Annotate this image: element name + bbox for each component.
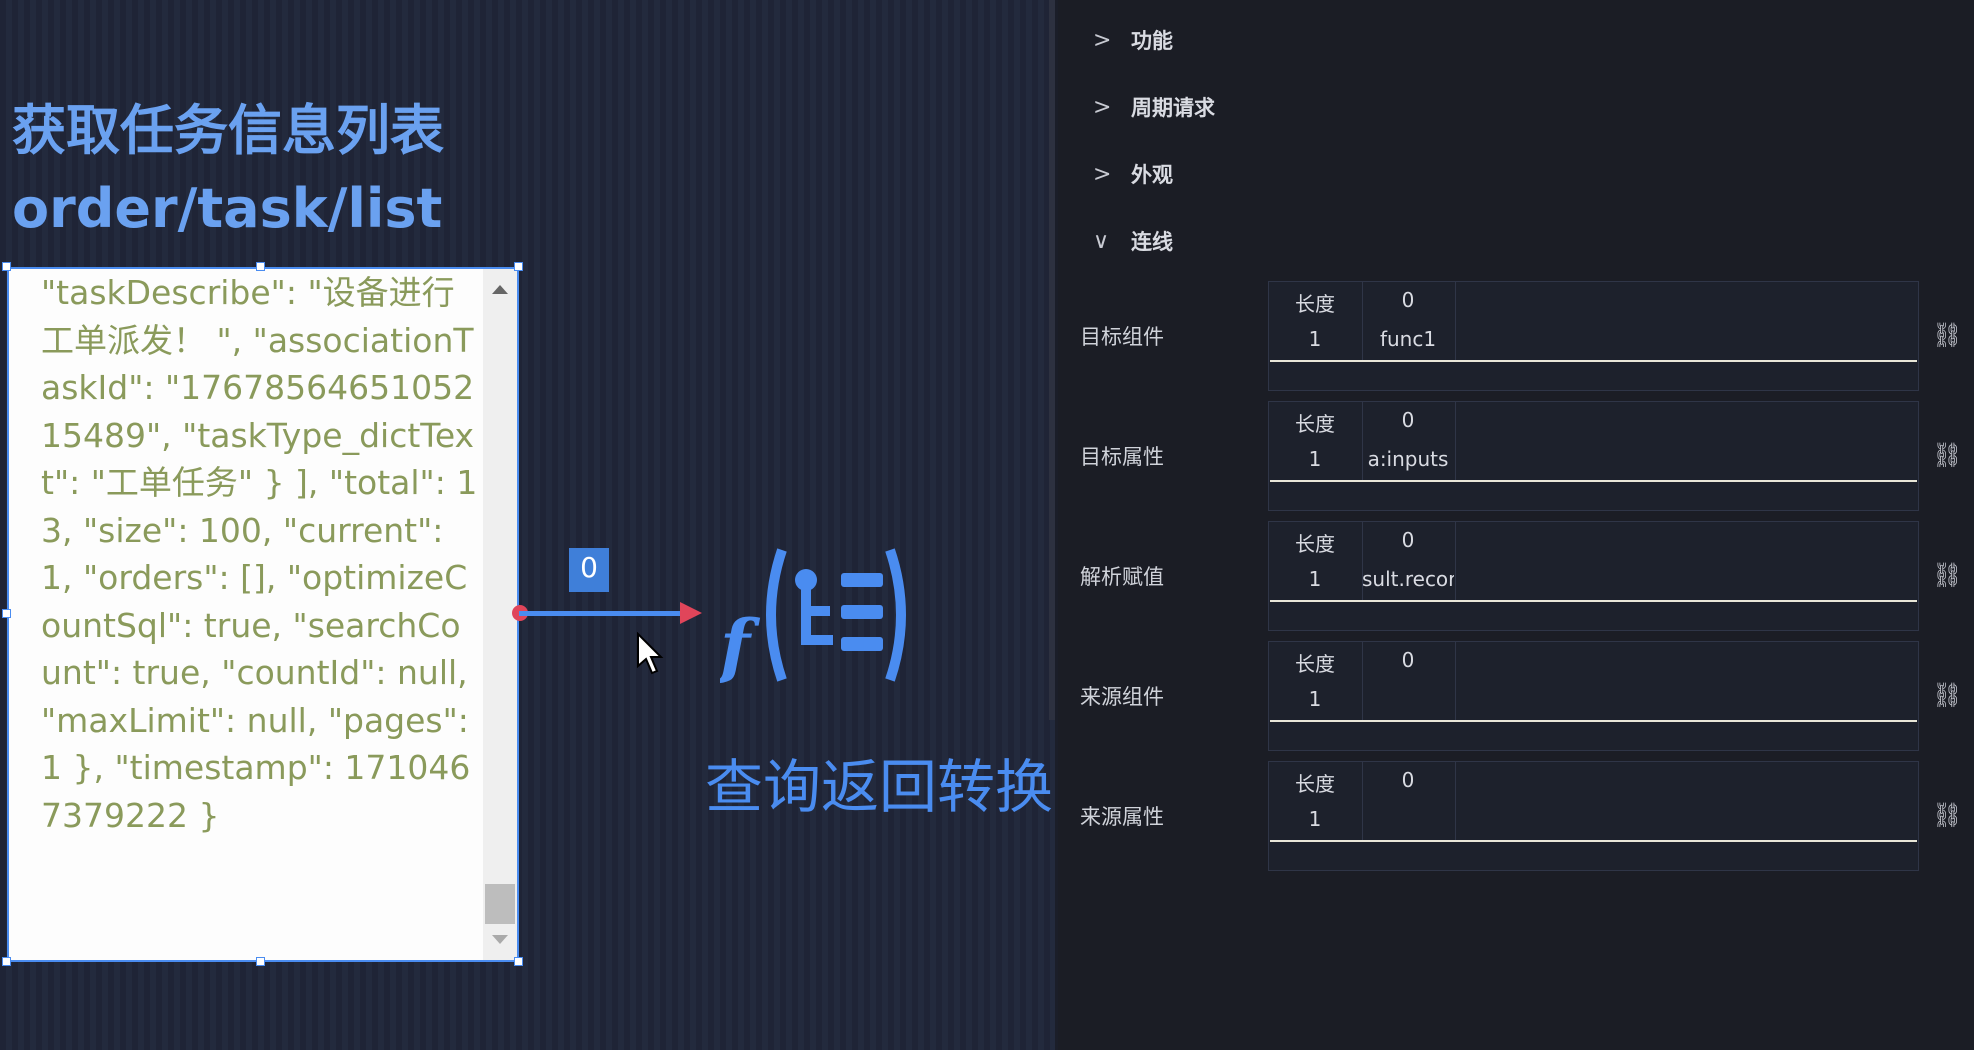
array-editor[interactable]: 长度 0 1 xyxy=(1268,761,1919,871)
row-source-component: 来源组件 长度 0 1 ⛓ xyxy=(1058,641,1974,753)
value-cell[interactable]: sult.recor xyxy=(1362,567,1454,591)
resize-handle[interactable] xyxy=(2,609,11,618)
column-divider xyxy=(1455,522,1456,601)
column-divider xyxy=(1455,282,1456,361)
input-underline xyxy=(1270,480,1917,482)
input-underline xyxy=(1270,840,1917,842)
scroll-thumb[interactable] xyxy=(485,884,515,924)
input-underline xyxy=(1270,360,1917,362)
link-icon[interactable]: ⛓ xyxy=(1932,441,1963,469)
length-header: 长度 xyxy=(1295,292,1335,316)
array-editor[interactable]: 长度 0 1 func1 xyxy=(1268,281,1919,391)
index-header: 0 xyxy=(1401,768,1415,792)
link-icon[interactable]: ⛓ xyxy=(1932,681,1963,709)
svg-text:f: f xyxy=(720,604,761,685)
resize-handle[interactable] xyxy=(256,262,265,271)
resize-handle[interactable] xyxy=(256,957,265,966)
chevron-right-icon: > xyxy=(1093,161,1112,187)
scrollbar[interactable] xyxy=(483,269,517,960)
column-divider xyxy=(1362,642,1363,721)
resize-handle[interactable] xyxy=(514,262,523,271)
section-label: 周期请求 xyxy=(1131,96,1215,120)
link-icon[interactable]: ⛓ xyxy=(1932,321,1963,349)
row-label: 来源属性 xyxy=(1080,805,1164,829)
length-value: 1 xyxy=(1308,327,1322,351)
design-canvas[interactable]: 获取任务信息列表 order/task/list "taskDescribe":… xyxy=(0,0,1055,1050)
connector-arrow-icon xyxy=(680,602,702,624)
column-divider xyxy=(1455,402,1456,481)
index-header: 0 xyxy=(1401,528,1415,552)
array-editor[interactable]: 长度 0 1 xyxy=(1268,641,1919,751)
resize-handle[interactable] xyxy=(2,957,11,966)
resize-handle[interactable] xyxy=(514,957,523,966)
link-icon[interactable]: ⛓ xyxy=(1932,561,1963,589)
section-function[interactable]: > 功能 xyxy=(1093,20,1173,60)
mouse-cursor-icon xyxy=(637,632,664,675)
input-underline xyxy=(1270,600,1917,602)
row-parse-assign: 解析赋值 长度 0 1 sult.recor ⛓ xyxy=(1058,521,1974,633)
title-line-1: 获取任务信息列表 xyxy=(12,99,444,162)
length-header: 长度 xyxy=(1295,772,1335,796)
function-node-label[interactable]: 查询返回转换 xyxy=(705,753,1054,821)
connector-line[interactable] xyxy=(519,611,695,616)
input-underline xyxy=(1270,720,1917,722)
index-header: 0 xyxy=(1401,648,1415,672)
array-editor[interactable]: 长度 0 1 sult.recor xyxy=(1268,521,1919,631)
link-icon[interactable]: ⛓ xyxy=(1932,801,1963,829)
row-label: 解析赋值 xyxy=(1080,565,1164,589)
index-header: 0 xyxy=(1401,408,1415,432)
section-label: 连线 xyxy=(1131,230,1173,254)
response-textbox[interactable]: "taskDescribe": "设备进行工单派发！ ", "associati… xyxy=(7,267,519,962)
chevron-right-icon: > xyxy=(1093,94,1112,120)
column-divider xyxy=(1362,402,1363,481)
properties-panel: >功能 >周期请求 >外观 ∨连线 目标组件 长度 0 1 func1 ⛓目标属… xyxy=(1058,0,1974,1050)
column-divider xyxy=(1362,282,1363,361)
scroll-up-icon[interactable] xyxy=(492,285,508,294)
value-cell[interactable]: a:inputs xyxy=(1367,447,1449,471)
column-divider xyxy=(1455,762,1456,841)
value-cell[interactable]: func1 xyxy=(1379,327,1437,351)
column-divider xyxy=(1362,762,1363,841)
row-target-property: 目标属性 长度 0 1 a:inputs ⛓ xyxy=(1058,401,1974,513)
column-divider xyxy=(1455,642,1456,721)
row-label: 来源组件 xyxy=(1080,685,1164,709)
section-appearance[interactable]: > 外观 xyxy=(1093,154,1173,194)
connector-label[interactable]: 0 xyxy=(569,548,609,592)
title-line-2: order/task/list xyxy=(12,177,443,240)
length-value: 1 xyxy=(1308,687,1322,711)
row-source-property: 来源属性 长度 0 1 ⛓ xyxy=(1058,761,1974,873)
section-periodic-request[interactable]: > 周期请求 xyxy=(1093,87,1215,127)
length-header: 长度 xyxy=(1295,532,1335,556)
resize-handle[interactable] xyxy=(2,262,11,271)
index-header: 0 xyxy=(1401,288,1415,312)
function-icon[interactable]: f xyxy=(720,545,910,685)
row-label: 目标属性 xyxy=(1080,445,1164,469)
row-label: 目标组件 xyxy=(1080,325,1164,349)
length-header: 长度 xyxy=(1295,652,1335,676)
panel-divider[interactable] xyxy=(1049,0,1055,720)
section-label: 功能 xyxy=(1131,29,1173,53)
length-value: 1 xyxy=(1308,807,1322,831)
response-text[interactable]: "taskDescribe": "设备进行工单派发！ ", "associati… xyxy=(41,273,478,835)
length-header: 长度 xyxy=(1295,412,1335,436)
length-value: 1 xyxy=(1308,447,1322,471)
scroll-down-icon[interactable] xyxy=(492,935,508,944)
column-divider xyxy=(1362,522,1363,601)
chevron-right-icon: > xyxy=(1093,27,1112,53)
section-label: 外观 xyxy=(1131,163,1173,187)
section-connection[interactable]: ∨ 连线 xyxy=(1093,221,1173,261)
length-value: 1 xyxy=(1308,567,1322,591)
array-editor[interactable]: 长度 0 1 a:inputs xyxy=(1268,401,1919,511)
chevron-down-icon: ∨ xyxy=(1093,228,1110,254)
api-title: 获取任务信息列表 order/task/list xyxy=(12,92,444,248)
row-target-component: 目标组件 长度 0 1 func1 ⛓ xyxy=(1058,281,1974,393)
